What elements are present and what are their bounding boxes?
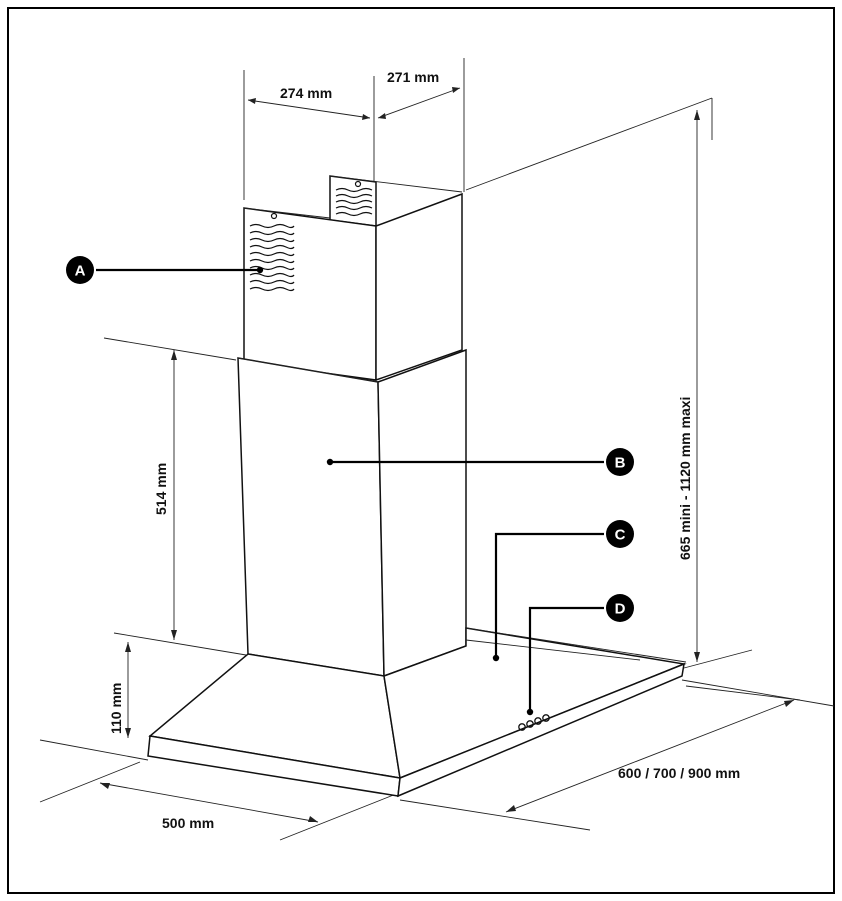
upper-chimney xyxy=(243,192,463,382)
callout-label-d: D xyxy=(615,601,626,618)
callout-c: C xyxy=(492,520,634,662)
page-border xyxy=(7,7,835,894)
callout-a: A xyxy=(66,256,264,284)
callout-label-b: B xyxy=(615,455,626,472)
callout-d: D xyxy=(526,594,634,716)
dimension-label-canopy-height: 110 mm xyxy=(108,683,124,734)
dimension-label-lower-chimney-height: 514 mm xyxy=(153,463,169,515)
canopy xyxy=(147,627,687,798)
dimension-label-chimney-width: 274 mm xyxy=(280,85,332,101)
dimension-hood-width: 600 / 700 / 900 mm xyxy=(399,685,801,831)
back-vent-slots xyxy=(335,187,373,217)
callout-label-a: A xyxy=(75,263,86,280)
dimension-lower-chimney-height: 514 mm xyxy=(153,350,177,640)
dimension-canopy-height: 110 mm xyxy=(108,642,131,738)
dimension-label-hood-width: 600 / 700 / 900 mm xyxy=(618,765,740,781)
dimension-total-height: 665 mini - 1120 mm maxi xyxy=(677,110,753,669)
dimension-label-total-height: 665 mini - 1120 mm maxi xyxy=(677,397,693,560)
control-button-1 xyxy=(518,723,526,731)
control-button-3 xyxy=(534,717,542,725)
callout-b: B xyxy=(326,448,634,476)
lower-chimney xyxy=(237,348,467,678)
wall-context-lines xyxy=(39,97,835,761)
control-button-4 xyxy=(542,714,550,722)
control-panel xyxy=(518,714,550,731)
front-vent-slots xyxy=(249,223,295,292)
range-hood xyxy=(147,175,687,798)
dimension-label-chimney-depth: 271 mm xyxy=(387,69,439,85)
control-button-2 xyxy=(526,720,534,728)
dimension-label-hood-depth: 500 mm xyxy=(162,815,214,831)
dimension-chimney-width: 274 mm xyxy=(243,70,375,226)
dimension-chimney-depth: 271 mm xyxy=(377,58,465,192)
upper-chimney-back-panel xyxy=(329,175,463,227)
callout-label-c: C xyxy=(615,527,626,544)
dimension-hood-depth: 500 mm xyxy=(39,761,397,841)
